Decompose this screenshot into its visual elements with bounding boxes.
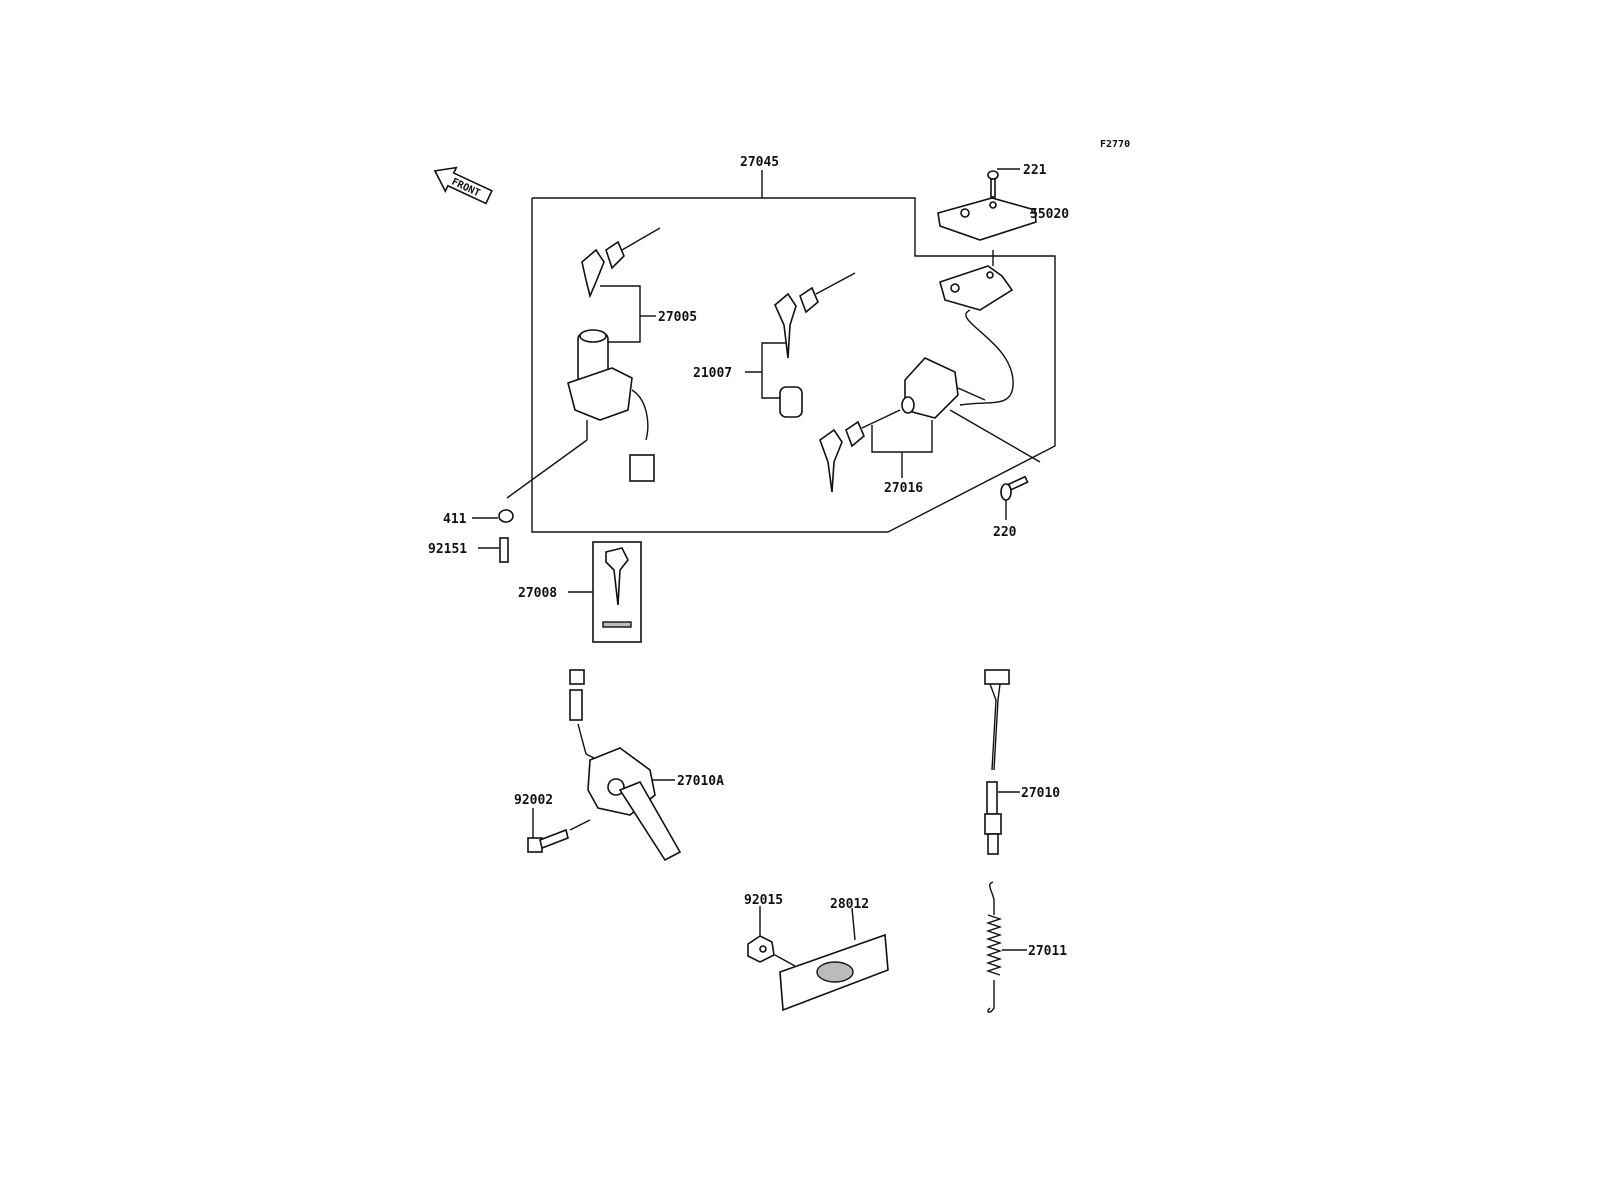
cover-55020 <box>937 197 1037 241</box>
label-27010A[interactable]: 27010A <box>677 774 724 789</box>
label-221[interactable]: 221 <box>1023 163 1047 178</box>
label-92151[interactable]: 92151 <box>428 542 467 557</box>
label-55020[interactable]: 55020 <box>1030 207 1069 222</box>
label-27010[interactable]: 27010 <box>1021 786 1060 801</box>
keys-21007 <box>745 272 856 418</box>
label-27045[interactable]: 27045 <box>740 155 779 170</box>
lock-holder <box>939 250 1014 406</box>
screw-220 <box>1000 475 1029 520</box>
label-92002[interactable]: 92002 <box>514 793 553 808</box>
grommet-411 <box>472 509 514 563</box>
front-arrow-icon: FRONT <box>433 166 493 205</box>
figure-code: F2770 <box>1100 139 1130 150</box>
label-411[interactable]: 411 <box>443 512 467 527</box>
label-21007[interactable]: 21007 <box>693 366 732 381</box>
label-27008[interactable]: 27008 <box>518 586 557 601</box>
screw-221 <box>987 168 1020 198</box>
switch-27010A <box>569 669 682 862</box>
key-card-27008 <box>568 541 642 643</box>
label-27011[interactable]: 27011 <box>1028 944 1067 959</box>
switch-27010 <box>984 669 1020 855</box>
label-27016[interactable]: 27016 <box>884 481 923 496</box>
label-27005[interactable]: 27005 <box>658 310 697 325</box>
ignition-switch <box>506 329 655 499</box>
reflector-28012 <box>747 906 889 1012</box>
label-92015[interactable]: 92015 <box>744 893 783 908</box>
set-bracket-27045 <box>531 170 1056 533</box>
spring-27011 <box>985 881 1027 1013</box>
seat-lock-27016 <box>819 357 1041 493</box>
bolt-92002 <box>527 808 591 853</box>
label-220[interactable]: 220 <box>993 525 1017 540</box>
keys-27005 <box>581 227 661 343</box>
label-28012[interactable]: 28012 <box>830 897 869 912</box>
